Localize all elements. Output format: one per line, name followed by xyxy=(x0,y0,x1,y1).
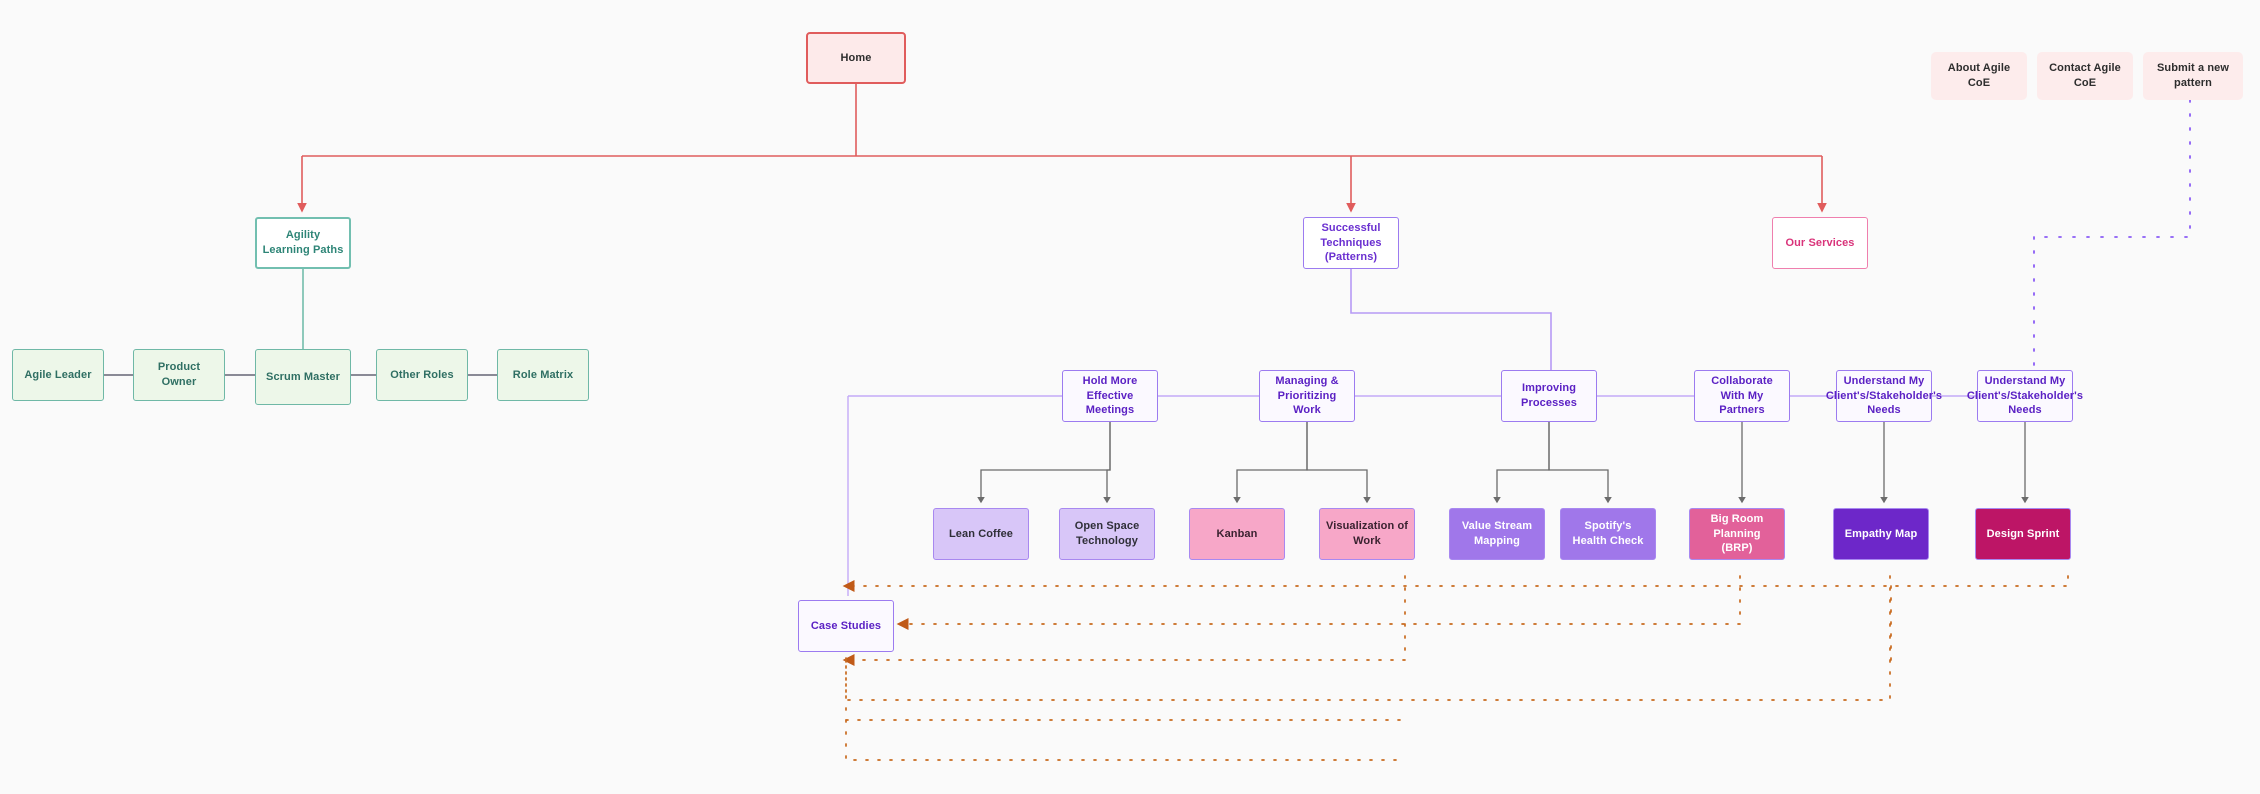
node-label-lean-coffee: Lean Coffee xyxy=(948,527,1014,540)
node-label-case-studies: Case Studies xyxy=(810,619,882,632)
node-meetings[interactable]: Hold More Effective Meetings xyxy=(1062,370,1158,422)
node-lean-coffee[interactable]: Lean Coffee xyxy=(933,508,1029,560)
node-label-learning-paths: Agility Learning Paths xyxy=(262,229,344,256)
node-open-space[interactable]: Open Space Technology xyxy=(1059,508,1155,560)
node-label-our-services: Our Services xyxy=(1785,236,1855,249)
node-managing[interactable]: Managing & Prioritizing Work xyxy=(1259,370,1355,422)
edge-home-trunk xyxy=(297,84,1827,213)
node-label-other-roles: Other Roles xyxy=(390,368,454,381)
node-design-sprint[interactable]: Design Sprint xyxy=(1975,508,2071,560)
edge-technique-links xyxy=(977,422,2029,504)
node-about[interactable]: About Agile CoE xyxy=(1931,52,2027,100)
node-label-needs-1: Understand My Client's/Stakeholder's Nee… xyxy=(1825,375,1943,417)
node-label-design-sprint: Design Sprint xyxy=(1986,527,2060,540)
node-contact[interactable]: Contact Agile CoE xyxy=(2037,52,2133,100)
node-our-services[interactable]: Our Services xyxy=(1772,217,1868,269)
edge-submit-dotted xyxy=(2033,99,2191,401)
node-brp[interactable]: Big Room Planning (BRP) xyxy=(1689,508,1785,560)
node-home[interactable]: Home xyxy=(806,32,906,84)
node-label-patterns: Successful Techniques (Patterns) xyxy=(1320,222,1382,264)
node-label-empathy-map: Empathy Map xyxy=(1844,527,1918,540)
node-label-vsm: Value Stream Mapping xyxy=(1461,520,1533,547)
edge-case-studies-dotted xyxy=(842,575,2069,761)
node-kanban[interactable]: Kanban xyxy=(1189,508,1285,560)
node-role-matrix[interactable]: Role Matrix xyxy=(497,349,589,401)
node-label-visualization: Visualization of Work xyxy=(1325,520,1409,547)
node-submit[interactable]: Submit a new pattern xyxy=(2143,52,2243,100)
node-label-health-check: Spotify's Health Check xyxy=(1572,520,1644,547)
node-label-kanban: Kanban xyxy=(1216,527,1258,540)
node-patterns[interactable]: Successful Techniques (Patterns) xyxy=(1303,217,1399,269)
node-label-scrum-master: Scrum Master xyxy=(266,370,340,383)
node-scrum-master[interactable]: Scrum Master xyxy=(255,349,351,405)
node-label-product-owner: Product Owner xyxy=(157,361,201,388)
node-label-collaborate: Collaborate With My Partners xyxy=(1711,375,1773,417)
node-other-roles[interactable]: Other Roles xyxy=(376,349,468,401)
node-product-owner[interactable]: Product Owner xyxy=(133,349,225,401)
node-label-home: Home xyxy=(840,51,872,64)
node-label-meetings: Hold More Effective Meetings xyxy=(1082,375,1138,417)
node-label-brp: Big Room Planning (BRP) xyxy=(1710,513,1764,555)
node-vsm[interactable]: Value Stream Mapping xyxy=(1449,508,1545,560)
node-label-improving: Improving Processes xyxy=(1521,382,1577,409)
node-label-role-matrix: Role Matrix xyxy=(512,368,574,381)
node-label-agile-leader: Agile Leader xyxy=(24,368,92,381)
node-visualization[interactable]: Visualization of Work xyxy=(1319,508,1415,560)
node-label-submit: Submit a new pattern xyxy=(2156,62,2230,89)
node-learning-paths[interactable]: Agility Learning Paths xyxy=(255,217,351,269)
node-empathy-map[interactable]: Empathy Map xyxy=(1833,508,1929,560)
node-agile-leader[interactable]: Agile Leader xyxy=(12,349,104,401)
node-health-check[interactable]: Spotify's Health Check xyxy=(1560,508,1656,560)
node-case-studies[interactable]: Case Studies xyxy=(798,600,894,652)
node-collaborate[interactable]: Collaborate With My Partners xyxy=(1694,370,1790,422)
node-label-managing: Managing & Prioritizing Work xyxy=(1275,375,1339,417)
node-needs-1[interactable]: Understand My Client's/Stakeholder's Nee… xyxy=(1826,370,1942,422)
node-needs-2[interactable]: Understand My Client's/Stakeholder's Nee… xyxy=(1967,370,2083,422)
node-label-contact: Contact Agile CoE xyxy=(2049,62,2121,89)
edge-category-row xyxy=(847,395,1977,596)
node-label-about: About Agile CoE xyxy=(1947,62,2011,89)
node-label-open-space: Open Space Technology xyxy=(1074,520,1140,547)
node-improving[interactable]: Improving Processes xyxy=(1501,370,1597,422)
edge-patterns-branch xyxy=(1350,269,1552,370)
node-label-needs-2: Understand My Client's/Stakeholder's Nee… xyxy=(1966,375,2084,417)
